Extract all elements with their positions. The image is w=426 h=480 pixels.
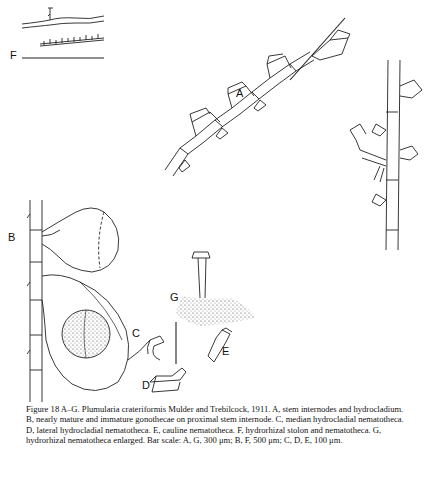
panel-letter: D xyxy=(142,380,150,391)
panel-letter: B xyxy=(8,232,15,243)
figure-caption: Figure 18 A–G. Plumularia crateriformis … xyxy=(26,404,406,446)
panel-letter: E xyxy=(222,346,229,357)
panel-letter: A xyxy=(236,88,243,99)
panel-letter: G xyxy=(170,292,179,303)
panel-letter: C xyxy=(132,328,140,339)
panel-letter: F xyxy=(10,50,17,61)
